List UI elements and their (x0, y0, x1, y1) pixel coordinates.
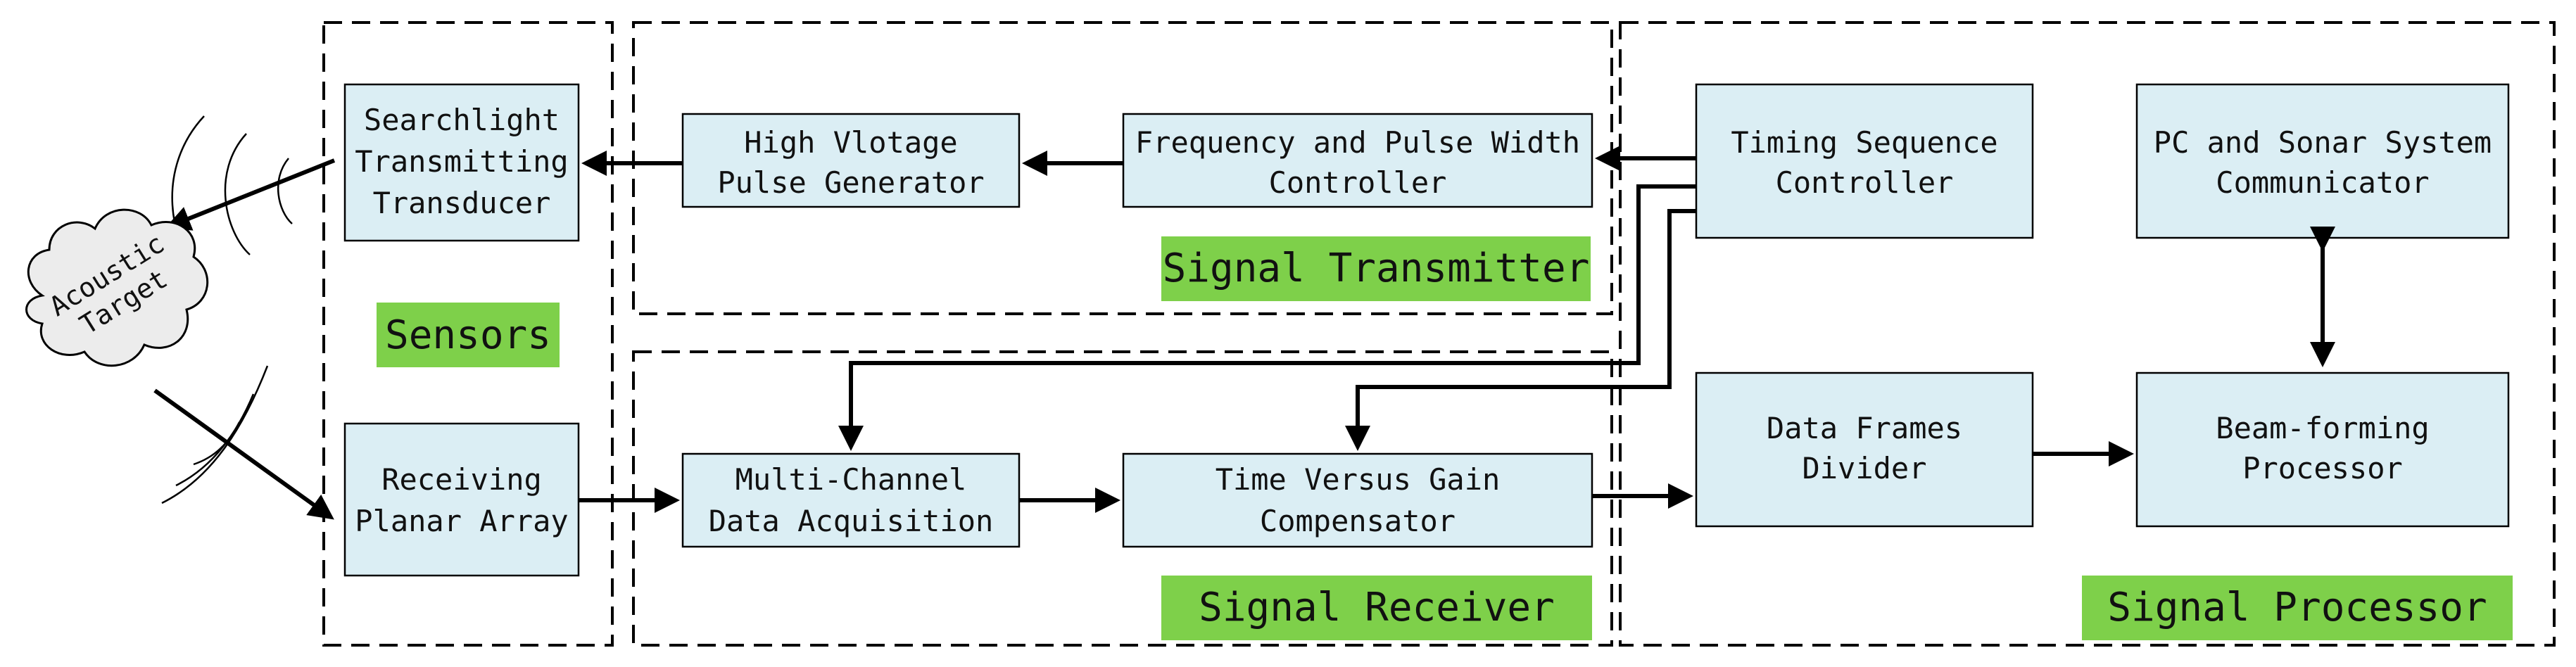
svg-text:PC and Sonar System: PC and Sonar System (2154, 125, 2492, 160)
timing-sequence-controller-block: Timing Sequence Controller (1695, 83, 2034, 239)
echo-return-arrow (153, 388, 334, 520)
multi-channel-data-acquisition-block: Multi-Channel Data Acquisition (681, 452, 1021, 548)
svg-text:Signal Receiver: Signal Receiver (1199, 585, 1555, 630)
signal-transmitter-group-border (632, 21, 1613, 315)
receive-wave-arcs (161, 365, 269, 504)
signal-processor-group-border (1619, 21, 2556, 647)
svg-text:Controller: Controller (1776, 165, 1954, 200)
svg-text:Pulse Generator: Pulse Generator (717, 165, 984, 200)
signal-processor-label: Signal Processor (2082, 576, 2513, 640)
svg-text:Timing Sequence: Timing Sequence (1731, 125, 1997, 160)
svg-text:Planar Array: Planar Array (355, 504, 568, 538)
svg-text:Controller: Controller (1269, 165, 1447, 200)
svg-text:Processor: Processor (2242, 451, 2403, 485)
timing-to-acquisition-arrow (838, 184, 1696, 451)
svg-text:Divider: Divider (1802, 451, 1926, 485)
svg-text:Searchlight: Searchlight (364, 103, 560, 137)
sensors-label: Sensors (377, 303, 560, 367)
transmit-beam-arrow (165, 158, 336, 231)
beam-forming-processor-block: Beam-forming Processor (2135, 371, 2510, 528)
svg-text:Receiving: Receiving (381, 462, 542, 497)
svg-text:Transducer: Transducer (373, 186, 551, 220)
svg-text:Multi-Channel: Multi-Channel (735, 462, 967, 497)
svg-text:Signal Processor: Signal Processor (2107, 585, 2487, 630)
high-voltage-pulse-generator-block: High Vlotage Pulse Generator (681, 113, 1021, 208)
svg-text:High Vlotage: High Vlotage (744, 125, 957, 160)
svg-text:Signal Transmitter: Signal Transmitter (1163, 246, 1590, 291)
svg-text:Frequency and Pulse Width: Frequency and Pulse Width (1135, 125, 1580, 160)
searchlight-transducer-block: Searchlight Transmitting Transducer (343, 83, 580, 242)
sensors-group-border (322, 21, 614, 647)
svg-text:Data Frames: Data Frames (1767, 411, 1962, 445)
svg-text:Compensator: Compensator (1260, 504, 1456, 538)
receiving-planar-array-block: Receiving Planar Array (343, 422, 580, 577)
svg-text:Communicator: Communicator (2216, 165, 2429, 200)
data-frames-divider-block: Data Frames Divider (1695, 371, 2034, 528)
timing-to-tvg-arrow (1345, 209, 1696, 451)
acoustic-target-cloud: Acoustic Target (25, 208, 209, 367)
svg-text:Data Acquisition: Data Acquisition (709, 504, 994, 538)
svg-text:Beam-forming: Beam-forming (2216, 411, 2429, 445)
pc-sonar-communicator-block: PC and Sonar System Communicator (2135, 83, 2510, 239)
svg-text:Transmitting: Transmitting (355, 144, 568, 179)
svg-text:Sensors: Sensors (385, 312, 551, 358)
signal-transmitter-label: Signal Transmitter (1161, 236, 1591, 301)
svg-text:Time Versus Gain: Time Versus Gain (1216, 462, 1501, 497)
frequency-pulse-width-controller-block: Frequency and Pulse Width Controller (1122, 113, 1593, 208)
time-versus-gain-compensator-block: Time Versus Gain Compensator (1122, 452, 1593, 548)
signal-receiver-label: Signal Receiver (1161, 576, 1592, 640)
